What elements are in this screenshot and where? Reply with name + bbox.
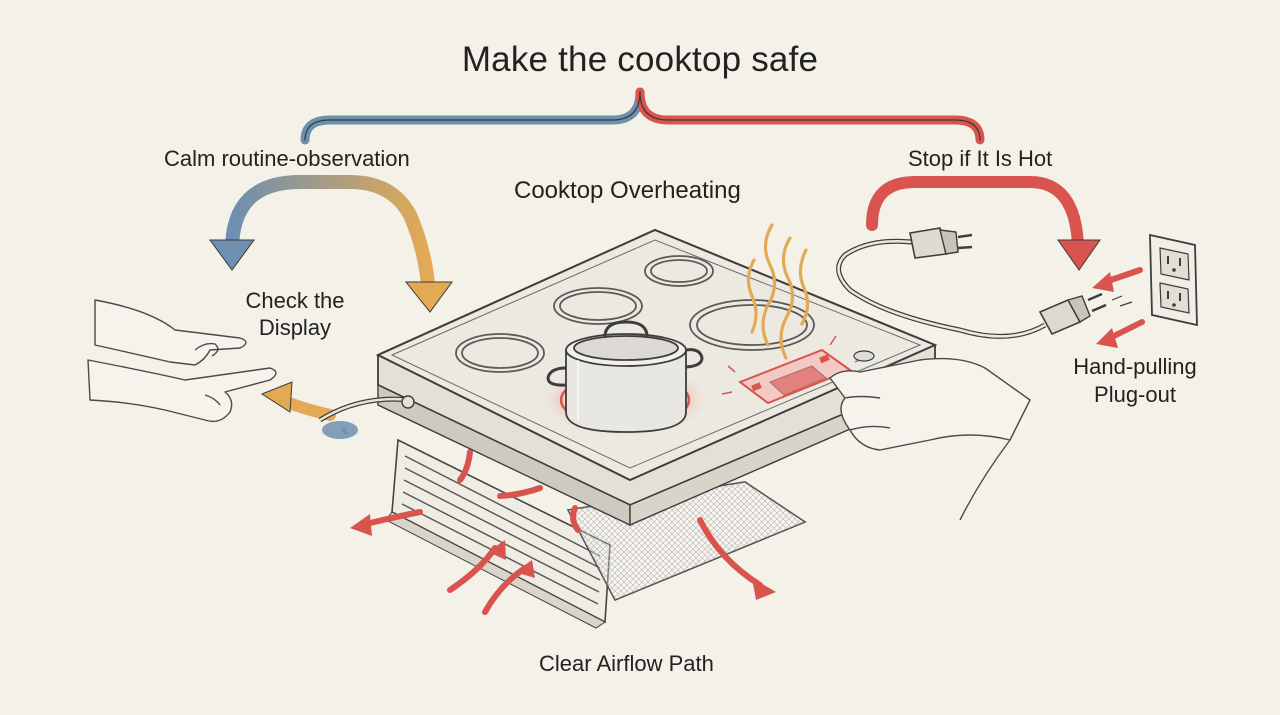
left-split-arrow <box>209 175 453 313</box>
check-display-line-1: Check the <box>245 288 345 313</box>
heat-waves-icon <box>746 223 810 360</box>
pot-icon <box>546 320 704 433</box>
center-label: Cooktop Overheating <box>514 177 741 204</box>
hand-icon <box>87 299 277 423</box>
wall-outlet-icon <box>1149 233 1198 327</box>
plug-out-line-2: Plug-out <box>1094 382 1176 407</box>
check-display-label: Check the Display <box>225 287 365 341</box>
airflow-label: Clear Airflow Path <box>539 651 714 676</box>
vent-grille-icon <box>385 438 611 629</box>
display-check-arrow <box>260 381 358 439</box>
branch-label-left: Calm routine-observation <box>164 146 410 171</box>
plug-icon <box>836 227 1107 339</box>
airflow-arrowheads <box>350 514 776 600</box>
branch-label-right: Stop if It Is Hot <box>908 146 1053 171</box>
plug-out-arrows <box>1092 267 1145 348</box>
plug-out-label: Hand-pulling Plug-out <box>1055 353 1215 409</box>
stop-hot-arrow <box>866 176 1101 271</box>
plug-out-line-1: Hand-pulling <box>1073 354 1197 379</box>
control-panel-icon <box>721 335 875 405</box>
hand-icon <box>829 357 1031 521</box>
check-display-line-2: Display <box>258 315 332 340</box>
diagram-title: Make the cooktop safe <box>461 40 819 79</box>
top-brace <box>300 87 985 145</box>
